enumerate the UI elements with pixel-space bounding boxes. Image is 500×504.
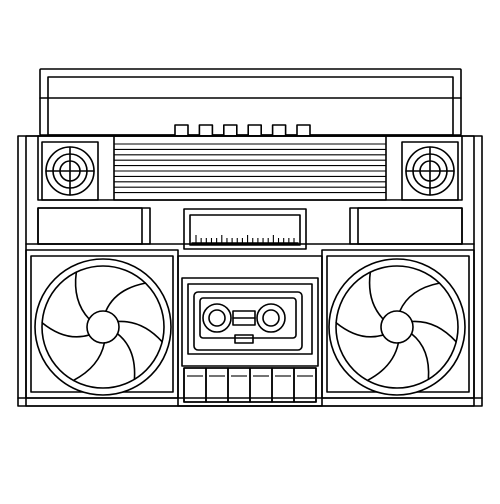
middle-strip bbox=[37, 207, 463, 250]
tape-key bbox=[293, 367, 317, 403]
speaker-spoke bbox=[41, 321, 90, 338]
tape-transport-keys bbox=[183, 367, 317, 403]
upper-panel bbox=[37, 135, 463, 201]
speaker-spoke bbox=[368, 271, 384, 320]
top-grille bbox=[113, 135, 387, 201]
speaker-spoke bbox=[116, 333, 136, 381]
speaker-spoke bbox=[72, 342, 106, 382]
preset-button bbox=[198, 124, 214, 137]
speaker-spoke bbox=[117, 320, 163, 343]
speaker-spoke bbox=[105, 282, 147, 312]
speaker-spoke bbox=[410, 333, 430, 381]
right-speaker bbox=[328, 258, 466, 396]
tuning-display bbox=[183, 208, 307, 250]
speaker-spoke bbox=[411, 320, 457, 343]
preset-button bbox=[174, 124, 189, 137]
cassette-deck bbox=[177, 255, 323, 407]
speaker-spoke bbox=[335, 321, 384, 338]
left-tweeter bbox=[41, 141, 99, 201]
preset-button bbox=[296, 124, 311, 137]
speaker-spoke bbox=[399, 282, 441, 312]
preset-button bbox=[247, 124, 262, 137]
cassette-tape bbox=[193, 291, 303, 351]
preset-button bbox=[223, 124, 238, 137]
preset-button bbox=[271, 124, 287, 137]
speaker-spoke bbox=[74, 271, 90, 320]
left-speaker bbox=[34, 258, 172, 396]
speaker-spoke bbox=[366, 342, 400, 382]
right-tweeter bbox=[401, 141, 459, 201]
